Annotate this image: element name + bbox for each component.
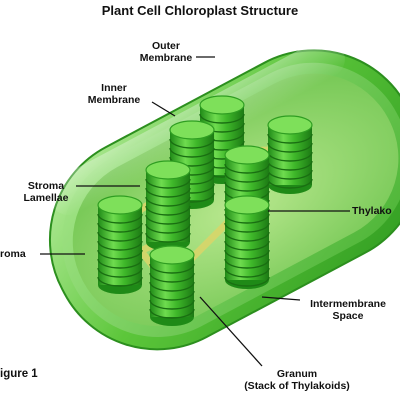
- thylakoid-disc: [97, 213, 143, 224]
- thylakoid-disc: [97, 222, 143, 233]
- thylakoid-disc: [199, 113, 245, 124]
- thylakoid-disc: [224, 276, 270, 287]
- thylakoid-disc: [97, 240, 143, 251]
- diagram-title: Plant Cell Chloroplast Structure: [101, 3, 299, 18]
- thylakoid-disc: [267, 178, 313, 189]
- thylakoid-disc: [145, 214, 191, 225]
- thylakoid-disc: [145, 178, 191, 189]
- granum-top: [169, 120, 215, 140]
- label-granum: Granum (Stack of Thylakoids): [244, 368, 350, 392]
- thylakoid-disc: [224, 267, 270, 278]
- thylakoid-disc: [97, 231, 143, 242]
- thylakoid-disc: [145, 223, 191, 234]
- granum-top: [149, 245, 195, 265]
- thylakoid-disc: [97, 267, 143, 278]
- thylakoid-disc: [149, 272, 195, 283]
- thylakoid-disc: [149, 281, 195, 292]
- thylakoid-disc: [149, 299, 195, 310]
- thylakoid-disc: [224, 181, 270, 192]
- thylakoid-disc: [224, 222, 270, 233]
- thylakoid-disc: [149, 263, 195, 274]
- granum-body: [98, 205, 142, 285]
- label-intermembrane-space: Intermembrane Space: [310, 298, 386, 322]
- thylakoid-disc: [97, 249, 143, 260]
- thylakoid-disc: [224, 213, 270, 224]
- thylakoid-disc: [267, 133, 313, 144]
- thylakoid-disc: [267, 169, 313, 180]
- thylakoid-disc: [224, 172, 270, 183]
- label-inner-membrane: Inner Membrane: [87, 82, 141, 106]
- thylakoid-disc: [97, 258, 143, 269]
- thylakoid-disc: [169, 138, 215, 149]
- granum-leader: [199, 296, 263, 367]
- thylakoid-disc: [224, 231, 270, 242]
- thylakoid-disc: [169, 147, 215, 158]
- thylakoid-disc: [149, 308, 195, 319]
- thylakoid-disc: [145, 232, 191, 243]
- label-outer-membrane: Outer Membrane: [139, 40, 193, 64]
- thylakoid-disc: [145, 196, 191, 207]
- thylakoid-disc: [97, 276, 143, 287]
- granum-top: [224, 195, 270, 215]
- label-stroma-lamellae: Stroma Lamellae: [23, 180, 69, 204]
- granum-body: [268, 125, 312, 185]
- granum-stack: [97, 195, 143, 294]
- thylakoid-disc: [145, 187, 191, 198]
- thylakoid-disc: [149, 290, 195, 301]
- thylakoid-disc: [145, 205, 191, 216]
- thylakoid-disc: [224, 249, 270, 260]
- inner-membrane-leader: [151, 101, 176, 117]
- granum-stack: [267, 115, 313, 194]
- thylakoid-disc: [224, 163, 270, 174]
- label-thylakoid: Thylako: [352, 205, 392, 217]
- granum-top: [97, 195, 143, 215]
- granum-top: [145, 160, 191, 180]
- thylakoid-disc: [267, 142, 313, 153]
- granum-top: [199, 95, 245, 115]
- label-stroma: roma: [0, 248, 26, 260]
- thylakoid-disc: [267, 151, 313, 162]
- granum-stack: [149, 245, 195, 326]
- figure-label: igure 1: [0, 368, 38, 380]
- granum-top: [224, 145, 270, 165]
- intermembrane-space-leader: [261, 296, 301, 301]
- granum-top: [267, 115, 313, 135]
- thylakoid-disc: [267, 160, 313, 171]
- thylakoid-disc: [224, 258, 270, 269]
- thylakoid-disc: [224, 240, 270, 251]
- granum-stack: [224, 195, 270, 289]
- grana-stacks: [97, 95, 313, 326]
